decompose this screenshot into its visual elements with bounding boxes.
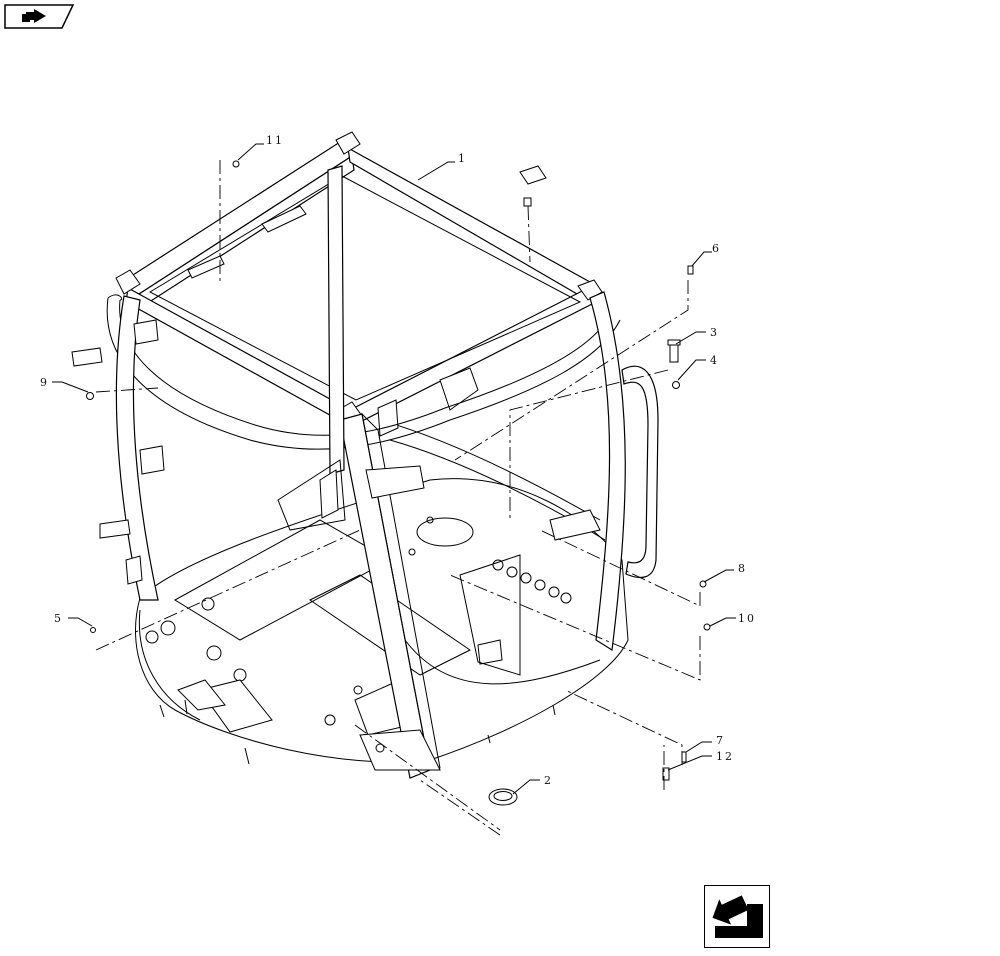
- callout-labels: 1 2 3 4 5 6 7 8 9 10 11 12: [40, 134, 756, 787]
- callout-6: 6: [712, 242, 721, 255]
- callout-1: 1: [458, 152, 467, 165]
- callout-12: 12: [716, 750, 734, 763]
- previous-page-icon: [4, 4, 75, 29]
- callout-9: 9: [40, 376, 49, 389]
- cab-pillars: [71, 165, 659, 779]
- callout-3: 3: [710, 326, 719, 339]
- callout-10: 10: [738, 612, 756, 625]
- callout-7: 7: [716, 734, 725, 747]
- roof-bracket-part: [519, 165, 547, 207]
- assembly-center-lines: [95, 160, 701, 836]
- callout-2: 2: [544, 774, 553, 787]
- callout-8: 8: [738, 562, 747, 575]
- callout-leaders: [52, 143, 736, 795]
- roof-frame: [115, 131, 603, 437]
- fastener-parts: [86, 160, 711, 781]
- grommet-part: [488, 788, 518, 806]
- next-page-icon: [712, 895, 763, 938]
- previous-page-button[interactable]: [4, 4, 75, 29]
- callout-5: 5: [54, 612, 63, 625]
- next-page-button[interactable]: [704, 885, 770, 948]
- rear-console: [379, 419, 606, 676]
- callout-4: 4: [710, 354, 719, 367]
- callout-11: 11: [266, 134, 284, 147]
